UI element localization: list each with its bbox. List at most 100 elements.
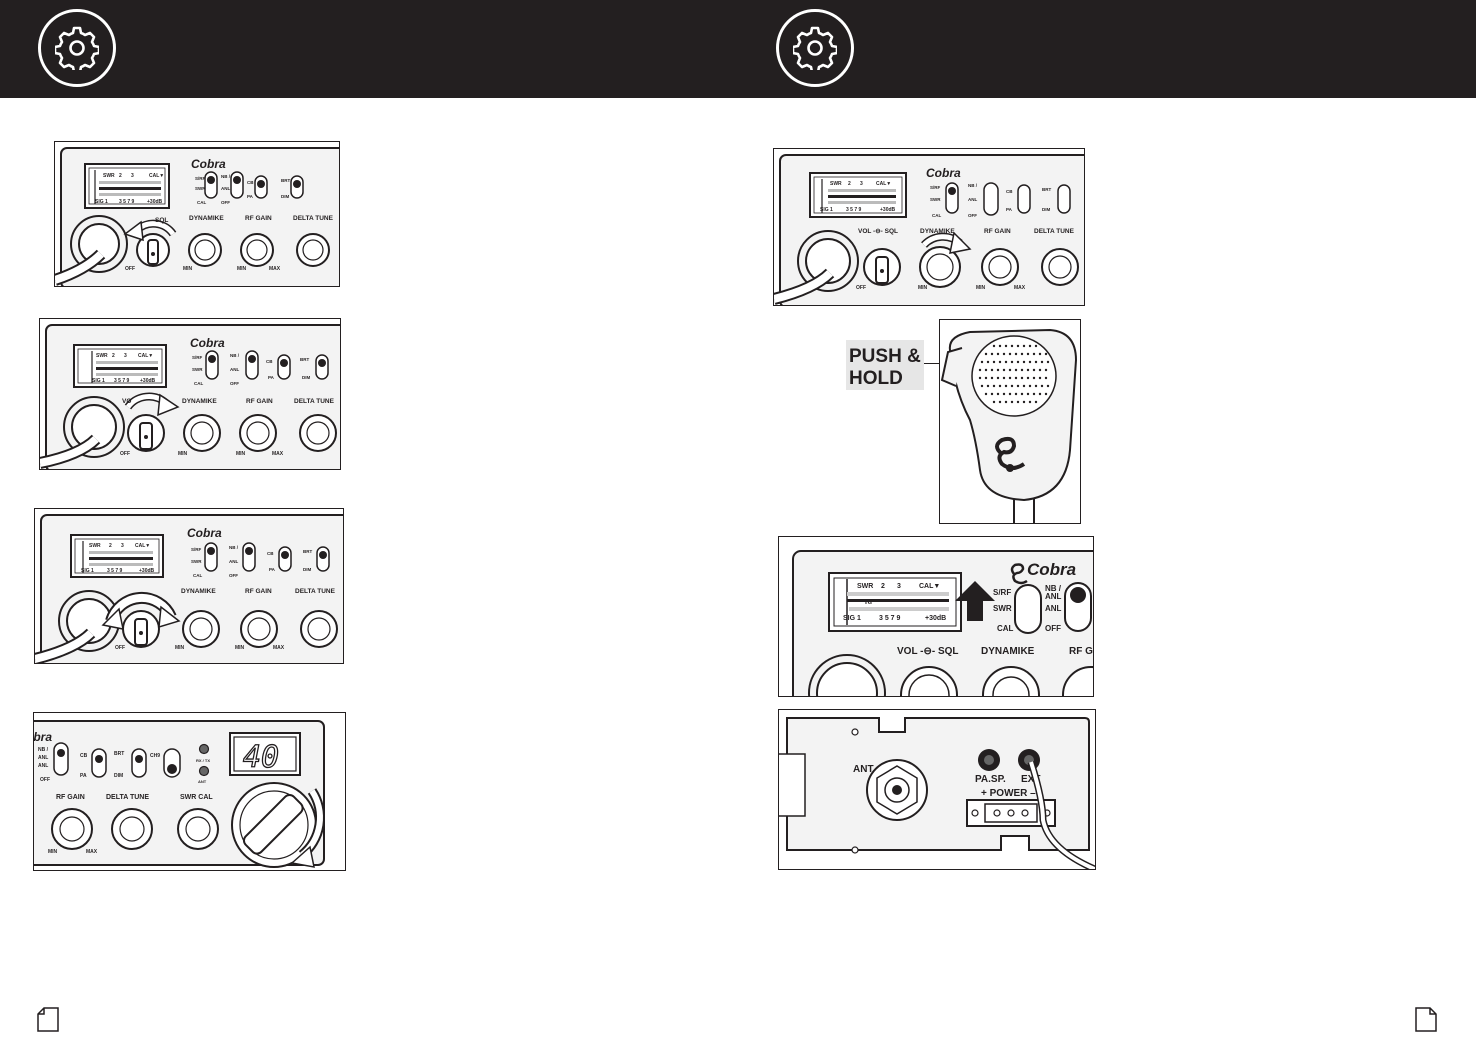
switch-brt-label: BRT bbox=[1042, 187, 1051, 192]
push-hold-line2: HOLD bbox=[849, 368, 903, 389]
switch-srf-label: S/RF bbox=[192, 355, 203, 360]
cobra-logo: Cobra bbox=[926, 166, 961, 180]
knob-rf-gain-label: RF GAIN bbox=[1069, 646, 1094, 657]
switch-anl-label: ANL bbox=[221, 186, 230, 191]
min-label: MIN bbox=[48, 849, 58, 855]
switch-brt-label: BRT bbox=[281, 178, 290, 183]
radio-illustration-dynamike: SWR 2 3 CAL▼ SIG 1 3 5 7 9 +30dB Cobra S… bbox=[773, 148, 1085, 306]
max-label: MAX bbox=[1014, 285, 1026, 291]
meter-sig-label: SIG 1 bbox=[843, 615, 861, 622]
radio-illustration-squelch: SWR 2 3 CAL▼ SIG 1 3 5 7 9 +30dB Cobra S… bbox=[34, 508, 344, 664]
max-label: MAX bbox=[273, 645, 285, 651]
meter-swr-label: SWR bbox=[96, 353, 108, 359]
switch-nb-label: NB / bbox=[1045, 584, 1062, 593]
meter-scale-label: 3 5 7 9 bbox=[107, 568, 123, 574]
meter-30db-label: +30dB bbox=[880, 207, 896, 213]
meter-2-label: 2 bbox=[112, 353, 115, 359]
knob-vol-sql-label: VOL -⊖- SQL bbox=[858, 228, 898, 235]
knob-dynamike-label: DYNAMIKE bbox=[981, 646, 1035, 657]
meter-2-label: 2 bbox=[881, 583, 885, 590]
radio-illustration-volume-off: SWR 2 3 CAL▼ SIG 1 3 5 7 9 +30dB Cobra S… bbox=[54, 141, 340, 287]
switch-pa-label: PA bbox=[1006, 207, 1013, 212]
knob-rf-gain-label: RF GAIN bbox=[246, 398, 273, 405]
switch-swr-label: SWR bbox=[191, 559, 202, 564]
switch-off-label: OFF bbox=[229, 573, 238, 578]
switch-cal-label: CAL bbox=[932, 213, 941, 218]
switch-swr-label: SWR bbox=[930, 197, 941, 202]
switch-off-label: OFF bbox=[1045, 624, 1061, 633]
svg-text:SQL: SQL bbox=[155, 217, 168, 224]
meter-cal-label: CAL▼ bbox=[919, 583, 940, 590]
max-label: MAX bbox=[269, 266, 281, 272]
switch-anl-label: ANL bbox=[38, 755, 48, 761]
meter-cal-label: CAL▼ bbox=[135, 543, 150, 549]
gear-icon bbox=[776, 9, 854, 87]
switch-dim-label: DIM bbox=[302, 375, 311, 380]
off-label: OFF bbox=[115, 645, 125, 651]
switch-cb-label: CB bbox=[247, 180, 254, 185]
meter-2-label: 2 bbox=[119, 173, 122, 179]
rx-tx-label: RX / TX bbox=[196, 758, 210, 763]
meter-swr-label: SWR bbox=[103, 173, 115, 179]
switch-dim-label: DIM bbox=[281, 194, 290, 199]
max-label: MAX bbox=[86, 849, 98, 855]
min-label: MIN bbox=[236, 451, 246, 457]
cobra-logo: Cobra bbox=[191, 157, 226, 171]
min-label: MIN bbox=[237, 266, 247, 272]
switch-swr-label: SWR bbox=[192, 367, 203, 372]
switch-brt-label: BRT bbox=[300, 357, 309, 362]
switch-pa-label: PA bbox=[80, 773, 87, 779]
knob-rf-gain-label: RF GAIN bbox=[984, 228, 1011, 235]
knob-delta-tune-label: DELTA TUNE bbox=[106, 794, 149, 801]
radio-illustration-meter-switch: SWR 2 3 CAL▼ RF SIG 1 3 5 7 9 +30dB Cobr… bbox=[778, 536, 1094, 697]
radio-rear-panel-illustration: ANT PA.SP. EXT + POWER – bbox=[778, 709, 1096, 870]
switch-cal-label: CAL bbox=[197, 200, 206, 205]
switch-nb-label: NB / bbox=[968, 183, 978, 188]
meter-scale-label: 3 5 7 9 bbox=[114, 378, 130, 384]
min-label: MIN bbox=[183, 266, 193, 272]
ch9-label: CH9 bbox=[150, 753, 160, 759]
cobra-logo: Cobra bbox=[187, 526, 222, 540]
knob-vol-sql-label: VOL -⊖- SQL bbox=[897, 646, 959, 657]
switch-swr-label: SWR bbox=[993, 604, 1012, 613]
meter-3-label: 3 bbox=[121, 543, 124, 549]
meter-cal-label: CAL▼ bbox=[876, 181, 891, 187]
meter-scale-label: 3 5 7 9 bbox=[879, 615, 901, 622]
min-label: MIN bbox=[175, 645, 185, 651]
switch-nb-label: NB / bbox=[229, 545, 239, 550]
page-corner-icon bbox=[36, 1007, 60, 1038]
microphone-illustration bbox=[939, 319, 1081, 524]
meter-swr-label: SWR bbox=[857, 583, 873, 590]
power-label: + POWER – bbox=[981, 788, 1036, 799]
off-label: OFF bbox=[120, 451, 130, 457]
switch-anl-label: ANL bbox=[230, 367, 239, 372]
switch-srf-label: S/RF bbox=[993, 588, 1011, 597]
pa-sp-label: PA.SP. bbox=[975, 774, 1006, 785]
switch-anl-label: ANL bbox=[968, 197, 977, 202]
switch-brt-label: BRT bbox=[114, 751, 124, 757]
knob-rf-gain-label: RF GAIN bbox=[245, 215, 272, 222]
meter-2-label: 2 bbox=[109, 543, 112, 549]
switch-swr-label: SWR bbox=[195, 186, 206, 191]
switch-cal-label: CAL bbox=[997, 624, 1014, 633]
page-corner-icon bbox=[1414, 1007, 1438, 1038]
switch-nb-label: NB / bbox=[221, 174, 231, 179]
switch-off-label: OFF bbox=[968, 213, 977, 218]
max-label: MAX bbox=[272, 451, 284, 457]
switch-pa-label: PA bbox=[268, 375, 275, 380]
knob-swr-cal-label: SWR CAL bbox=[180, 794, 213, 801]
meter-3-label: 3 bbox=[860, 181, 863, 187]
meter-sig-label: SIG 1 bbox=[92, 378, 105, 384]
switch-dim-label: DIM bbox=[114, 773, 123, 779]
switch-nb-label: NB / bbox=[38, 747, 49, 753]
switch-cb-label: CB bbox=[80, 753, 88, 759]
meter-30db-label: +30dB bbox=[925, 615, 946, 622]
meter-scale-label: 3 5 7 9 bbox=[119, 199, 135, 205]
meter-sig-label: SIG 1 bbox=[820, 207, 833, 213]
knob-delta-tune-label: DELTA TUNE bbox=[294, 398, 335, 405]
knob-delta-tune-label: DELTA TUNE bbox=[295, 588, 336, 595]
meter-30db-label: +30dB bbox=[139, 568, 155, 574]
knob-delta-tune-label: DELTA TUNE bbox=[293, 215, 334, 222]
meter-3-label: 3 bbox=[124, 353, 127, 359]
cobra-logo: Cobra bbox=[190, 336, 225, 350]
